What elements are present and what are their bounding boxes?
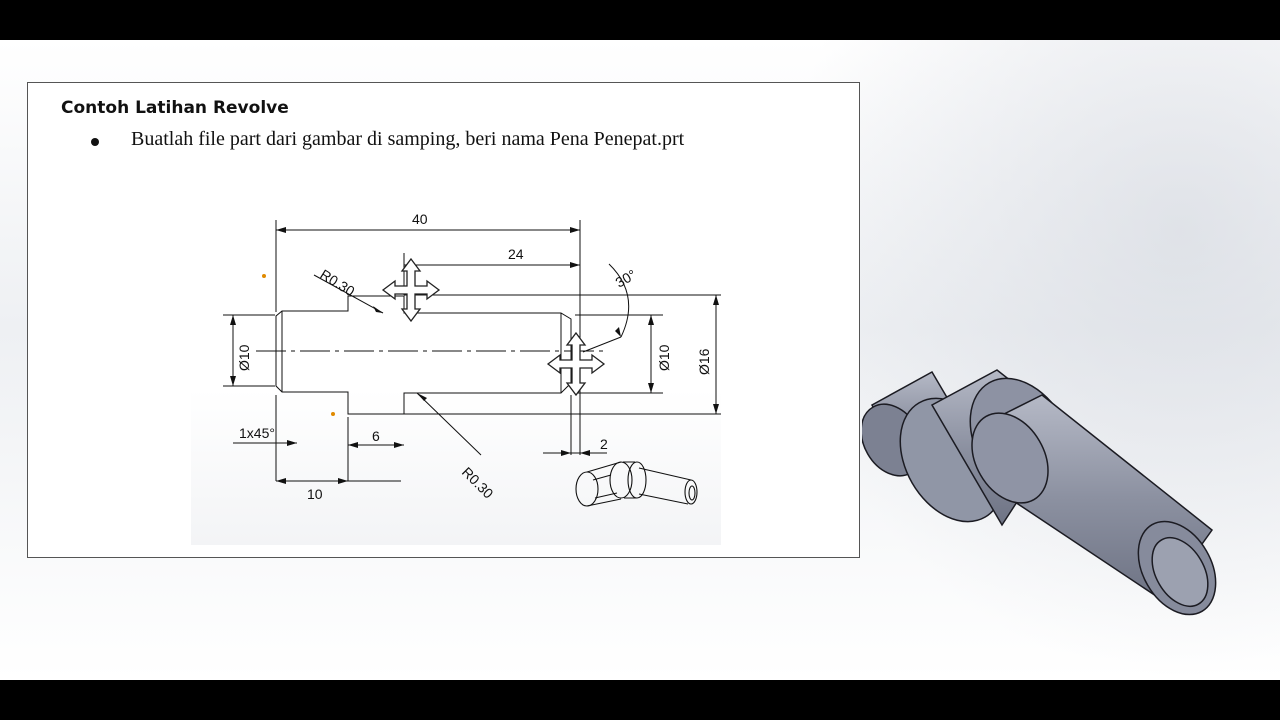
arrowhead [338, 478, 348, 484]
bullet-dot-icon [91, 138, 99, 146]
arrowhead [713, 404, 719, 414]
graphics-viewport[interactable]: Contoh Latihan Revolve Buatlah file part… [0, 40, 1280, 680]
arrowhead [394, 442, 404, 448]
arrowhead [570, 262, 580, 268]
dim-radius-bottom: R0.30 [459, 464, 497, 502]
arrowhead [648, 383, 654, 393]
dim-collar-dia: Ø16 [696, 348, 712, 375]
orange-marker [262, 274, 266, 278]
dim-groove: 2 [600, 436, 608, 452]
arrowhead [648, 315, 654, 325]
dim-chamfer: 1x45° [239, 425, 275, 441]
dim-right-dia: Ø10 [656, 344, 672, 371]
part-3d-model[interactable] [862, 310, 1222, 620]
arrowhead [417, 393, 427, 401]
arrowhead [713, 295, 719, 305]
dim-left-length: 10 [307, 486, 323, 502]
arrowhead [580, 450, 590, 456]
leader-line [313, 274, 384, 314]
dim-collar-width: 6 [372, 428, 380, 444]
dim-radius-top: R0.30 [317, 266, 357, 299]
bullet-text: Buatlah file part dari gambar di samping… [131, 128, 685, 150]
move-arrows-icon [381, 257, 441, 323]
arrowhead [570, 227, 580, 233]
arrowhead [276, 227, 286, 233]
arrowhead [373, 306, 383, 313]
leader-line [582, 336, 622, 353]
arrowhead [230, 315, 236, 325]
isometric-sketch [575, 461, 698, 507]
letterbox-top [0, 0, 1280, 40]
dim-left-dia: Ø10 [236, 344, 252, 371]
leader-line [416, 392, 482, 456]
orange-marker [331, 412, 335, 416]
arrowhead [348, 442, 358, 448]
right-shaft [971, 394, 1217, 616]
arrowhead [615, 327, 621, 337]
technical-drawing: 40 24 30° R0.30 R0.30 Ø10 Ø10 Ø16 1x45° … [191, 155, 721, 545]
dim-angle: 30° [613, 266, 639, 290]
slide-title: Contoh Latihan Revolve [61, 98, 289, 118]
move-arrows-icon [546, 331, 606, 397]
arrowhead [287, 440, 297, 446]
letterbox-bottom [0, 680, 1280, 720]
arrowhead [561, 450, 571, 456]
angle-arc [608, 263, 630, 338]
dim-total-length: 40 [412, 211, 428, 227]
arrowhead [230, 376, 236, 386]
arrowhead [276, 478, 286, 484]
dim-step-length: 24 [508, 246, 524, 262]
reference-slide: Contoh Latihan Revolve Buatlah file part… [27, 82, 860, 558]
